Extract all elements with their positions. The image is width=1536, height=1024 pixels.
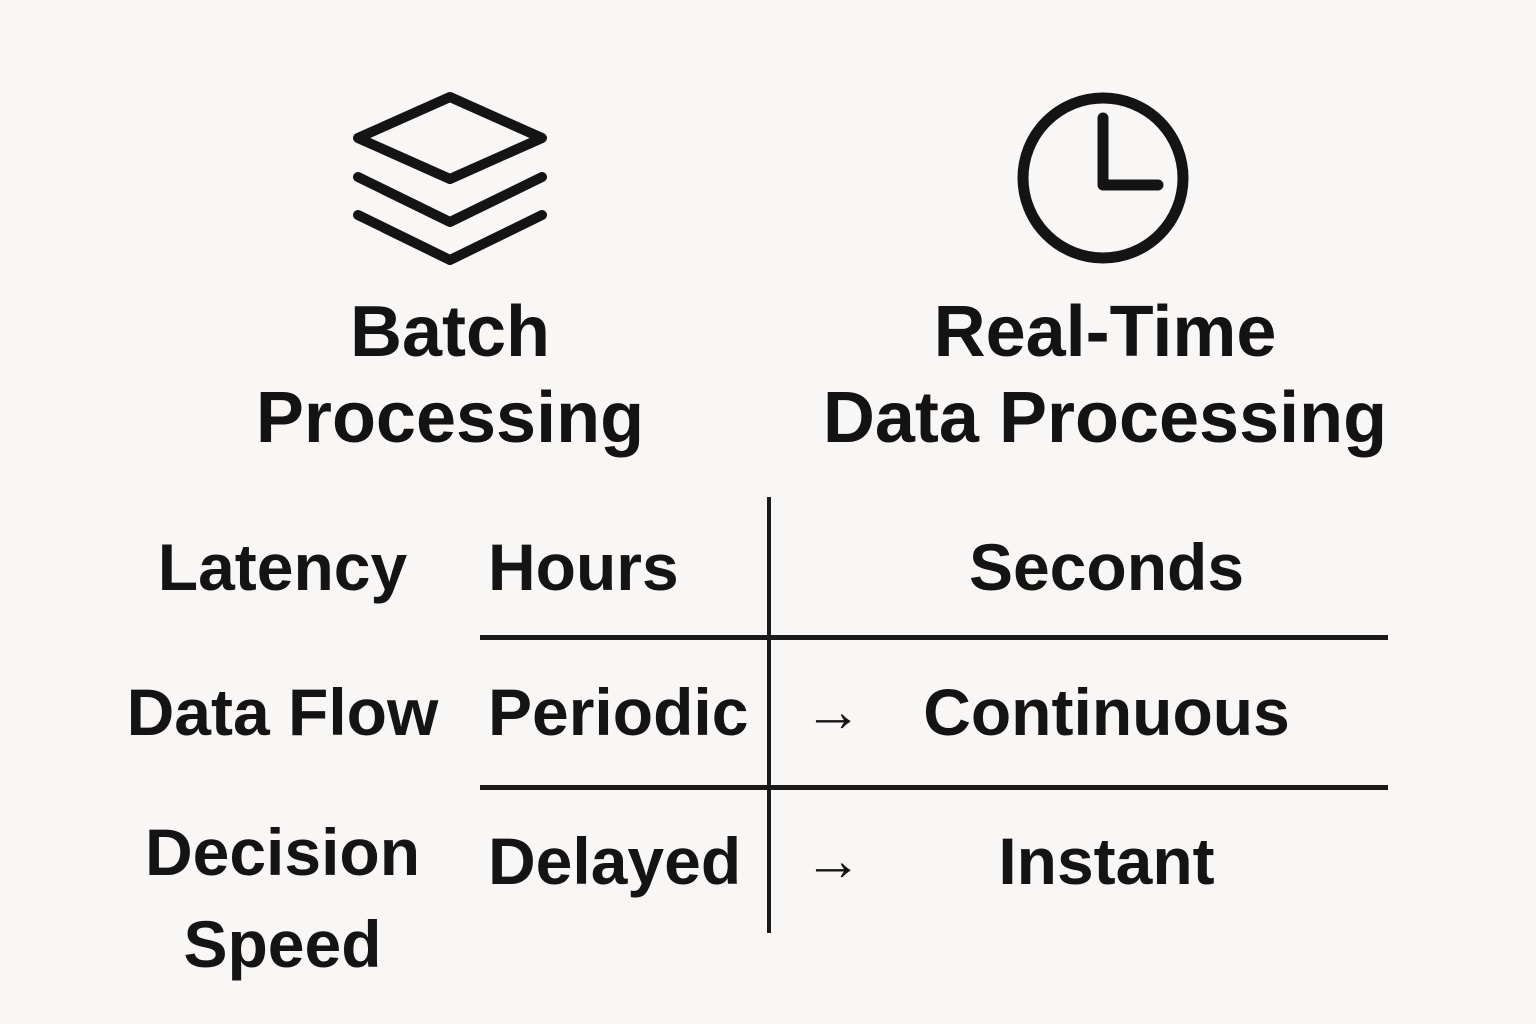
right-arrow-icon: → (804, 679, 862, 744)
batch-column-title: Batch Processing (150, 289, 750, 461)
realtime-title-line1: Real-Time (933, 292, 1277, 372)
realtime-column-title: Real-Time Data Processing (795, 289, 1415, 461)
row-label-data-flow: Data Flow (126, 675, 439, 749)
realtime-value-decision-speed: Instant (998, 824, 1215, 898)
column-divider-line (767, 497, 771, 933)
realtime-cell-latency: Seconds (769, 497, 1389, 637)
right-arrow-icon: → (804, 828, 862, 893)
batch-value-decision-speed: Delayed (488, 824, 742, 898)
clock-icon (1017, 92, 1189, 264)
row-divider-line-2 (480, 785, 1388, 790)
realtime-title-line2: Data Processing (822, 378, 1388, 458)
realtime-value-latency: Seconds (968, 530, 1245, 604)
row-label-decision-speed: Decision Speed (144, 815, 421, 981)
row-divider-line-1 (480, 635, 1388, 640)
batch-title-line1: Batch (349, 292, 551, 372)
batch-title-line2: Processing (255, 378, 645, 458)
batch-value-latency: Hours (488, 530, 679, 604)
realtime-value-data-flow: Continuous (923, 675, 1290, 749)
row-label-latency: Latency (157, 530, 408, 604)
layers-icon (353, 92, 547, 265)
realtime-cell-data-flow: → Continuous (769, 637, 1389, 787)
batch-value-data-flow: Periodic (488, 675, 749, 749)
realtime-cell-decision-speed: → Instant (769, 787, 1389, 935)
